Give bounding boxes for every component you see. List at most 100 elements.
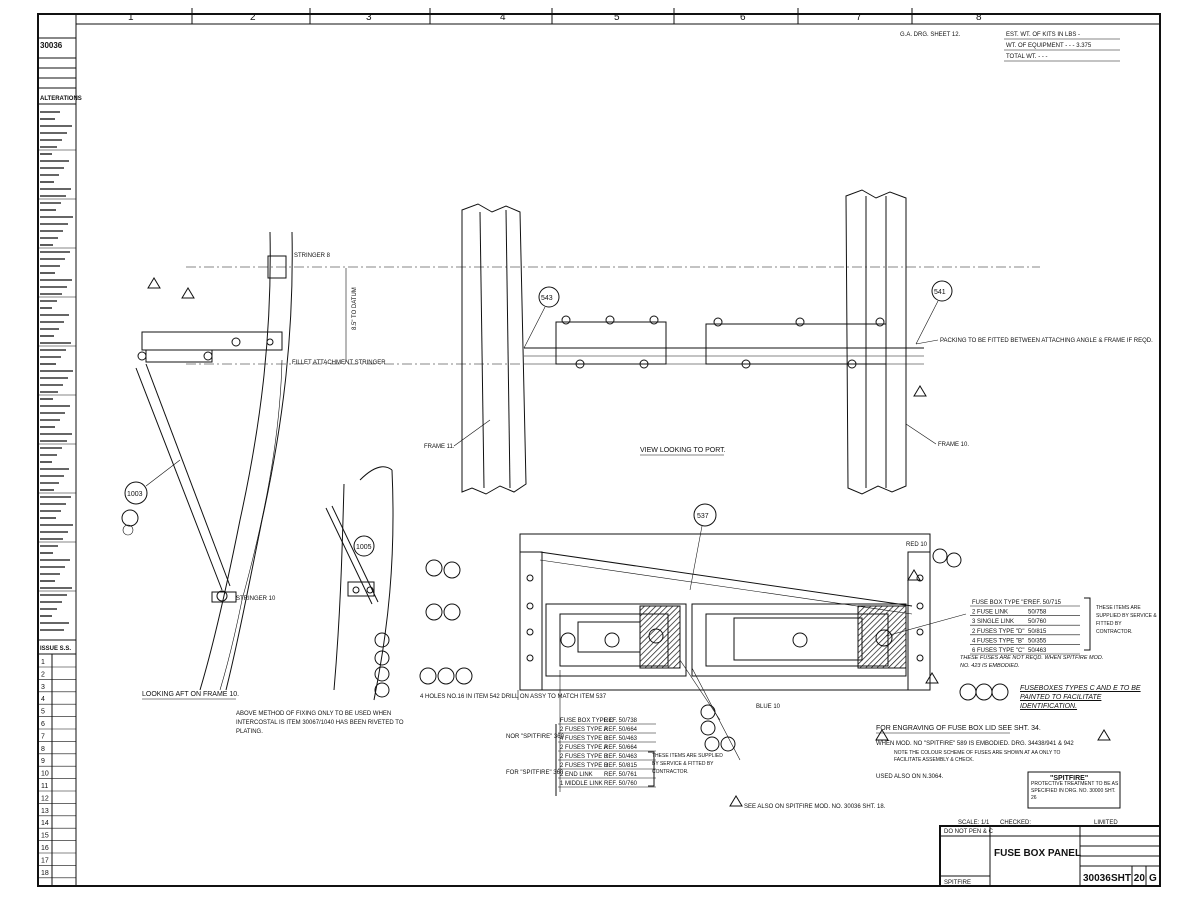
part-ref: 50/463 <box>1028 648 1047 654</box>
sheet-number: SHT 20 <box>1111 873 1145 884</box>
sheet-border <box>37 13 1161 887</box>
title-block: SCALE: 1/1 CHECKED: LIMITED DO NOT PEN &… <box>939 820 1161 887</box>
part-name: 1 MIDDLE LINK <box>560 781 603 787</box>
warning-triangle-icon <box>181 287 195 299</box>
engraving-note: FOR ENGRAVING OF FUSE BOX LID SEE SHT. 3… <box>876 725 1041 732</box>
colour-note: NOTE THE COLOUR SCHEME OF FUSES ARE SHOW… <box>894 750 1061 763</box>
for-labels: NOR "SPITFIRE" 360 FOR "SPITFIRE" 360 <box>506 734 565 776</box>
part-ref: REF. 50/715 <box>1028 600 1062 606</box>
looking-aft-title: LOOKING AFT ON FRAME 10. <box>142 691 239 698</box>
warning-triangle-icon <box>913 385 927 397</box>
frame-10-label: FRAME 10. <box>938 442 969 448</box>
issue-number: 14 <box>41 820 49 827</box>
drawing-notes: ABOVE METHOD OF FIXING ONLY TO BE USED W… <box>236 605 1157 810</box>
alterations-title: ALTERATIONS <box>40 96 82 102</box>
fuse-box-panel: 4 HOLES NO.16 IN ITEM 542 DRILL ON ASSY … <box>420 533 967 792</box>
issue-title: ISSUE S.S. <box>40 646 71 652</box>
part-name: 2 FUSE LINK <box>972 610 1008 616</box>
stringer-10-label: STRINGER 10 <box>236 596 276 602</box>
part-ref: REF. 50/664 <box>604 745 638 751</box>
fuseboxes-note: FUSEBOXES TYPES C AND E TO BE PAINTED TO… <box>1020 685 1141 710</box>
issue-number: 4 <box>41 696 45 703</box>
warning-triangle-icon <box>875 729 889 741</box>
zone-number: 7 <box>856 12 862 23</box>
spitfire-box-title: "SPITFIRE" <box>1050 775 1088 782</box>
callouts: 543 541 1003 1005 537 <box>121 280 1009 752</box>
part-name: 2 FUSES TYPE A <box>560 727 608 733</box>
part-name: 2 FUSES TYPE "D" <box>972 629 1025 635</box>
warning-triangle-icon <box>925 672 939 684</box>
red-label: RED 10 <box>906 542 928 548</box>
part-ref: REF. 50/761 <box>604 772 638 778</box>
callout-balloon <box>353 535 375 557</box>
ga-ref: G.A. DRG. SHEET 12. <box>900 32 961 38</box>
callout-balloon <box>124 481 148 505</box>
protective-treatment-box <box>1027 771 1121 809</box>
holes-note: 4 HOLES NO.16 IN ITEM 542 DRILL ON ASSY … <box>420 694 607 700</box>
zone-number: 4 <box>500 12 506 23</box>
dimension-label: 8.5" TO DATUM <box>352 287 358 330</box>
scale-label: SCALE: 1/1 <box>958 820 990 826</box>
callout-balloon <box>693 503 717 527</box>
part-ref: REF. 50/664 <box>604 727 638 733</box>
issue-number: 5 <box>41 709 45 716</box>
part-name: 2 END LINK <box>560 772 593 778</box>
warning-triangle-icon <box>907 569 921 581</box>
checked-label: CHECKED: <box>1000 820 1031 826</box>
issue-number: 13 <box>41 808 49 815</box>
used-also-note: USED ALSO ON N.3064. <box>876 774 944 780</box>
issue-number: 15 <box>41 833 49 840</box>
part-ref: REF. 50/738 <box>604 718 638 724</box>
zone-number: 5 <box>614 12 620 23</box>
issue-number: 3 <box>41 684 45 691</box>
parts-list-right: FUSE BOX TYPE "E"REF. 50/715 2 FUSE LINK 5… <box>970 597 1091 655</box>
part-name: 3 SINGLE LINK <box>972 619 1014 625</box>
spitfire-box-text: PROTECTIVE TREATMENT TO BE AS SPECIFIED … <box>1031 781 1119 801</box>
part-name: 2 FUSES TYPE D <box>560 763 609 769</box>
part-name: 2 FUSES TYPE A <box>560 745 608 751</box>
alterations-strip: 30036 ALTERATIONS ISSUE S.S. 12345678910… <box>38 37 82 886</box>
issue-number: 18 <box>41 870 49 877</box>
packing-note: PACKING TO BE FITTED BETWEEN ATTACHING A… <box>940 338 1153 344</box>
stringer-8-label: STRINGER 8 <box>294 253 331 259</box>
stringer-lines: STRINGER 8 8.5" TO DATUM FILLET ATTACHME… <box>186 253 1040 366</box>
issue-number: 8 <box>41 746 45 753</box>
frame-11-label: FRAME 11. <box>424 444 455 450</box>
part-name: FUSE BOX TYPE "E" <box>972 600 1030 606</box>
zone-number: 2 <box>250 12 256 23</box>
part-name: 2 FUSES TYPE B <box>560 754 608 760</box>
issue-number: 17 <box>41 857 49 864</box>
callout-balloon <box>931 280 953 302</box>
above-method-note: ABOVE METHOD OF FIXING ONLY TO BE USED W… <box>236 711 404 735</box>
zone-number: 6 <box>740 12 746 23</box>
total-wt: TOTAL WT. - - - <box>1006 54 1048 60</box>
supplied-note-right: THESE ITEMS ARE SUPPLIED BY SERVICE & FI… <box>1096 605 1157 635</box>
aircraft-label: SPITFIRE <box>944 880 971 886</box>
warning-triangles <box>147 277 1111 807</box>
blue-label: BLUE 10 <box>756 704 781 710</box>
issue-letter: G <box>1149 873 1157 884</box>
part-ref: 50/758 <box>1028 610 1047 616</box>
issue-number: 6 <box>41 721 45 728</box>
part-name: FUSE BOX TYPE C <box>560 718 614 724</box>
issue-number: 1 <box>41 659 45 666</box>
issue-number: 7 <box>41 733 45 740</box>
part-ref: REF. 50/463 <box>604 754 638 760</box>
when-mod-note: WHEN MOD. NO "SPITFIRE" 589 IS EMBODIED.… <box>876 741 1074 747</box>
supplied-note-bottom: THESE ITEMS ARE SUPPLIED BY SERVICE & FI… <box>652 753 723 775</box>
issue-number: 16 <box>41 845 49 852</box>
part-ref: REF. 50/760 <box>604 781 638 787</box>
zone-strip: 1 2 3 4 5 6 7 8 <box>128 8 982 24</box>
view-looking-aft: STRINGER 10 LOOKING AFT ON FRAME 10. <box>135 231 293 700</box>
view-looking-to-port: FRAME 11. FRAME 10. VIEW LOOKING TO PORT… <box>424 189 1153 495</box>
zone-number: 8 <box>976 12 982 23</box>
part-name: 4 FUSES TYPE "B" <box>972 638 1024 644</box>
see-also-note: SEE ALSO ON SPITFIRE MOD. NO. 30036 SHT.… <box>744 804 886 810</box>
issue-number: 12 <box>41 795 49 802</box>
wt-equipment: WT. OF EQUIPMENT - - - 3.375 <box>1006 43 1092 49</box>
part-ref: 50/815 <box>1028 629 1047 635</box>
part-ref: 50/760 <box>1028 619 1047 625</box>
